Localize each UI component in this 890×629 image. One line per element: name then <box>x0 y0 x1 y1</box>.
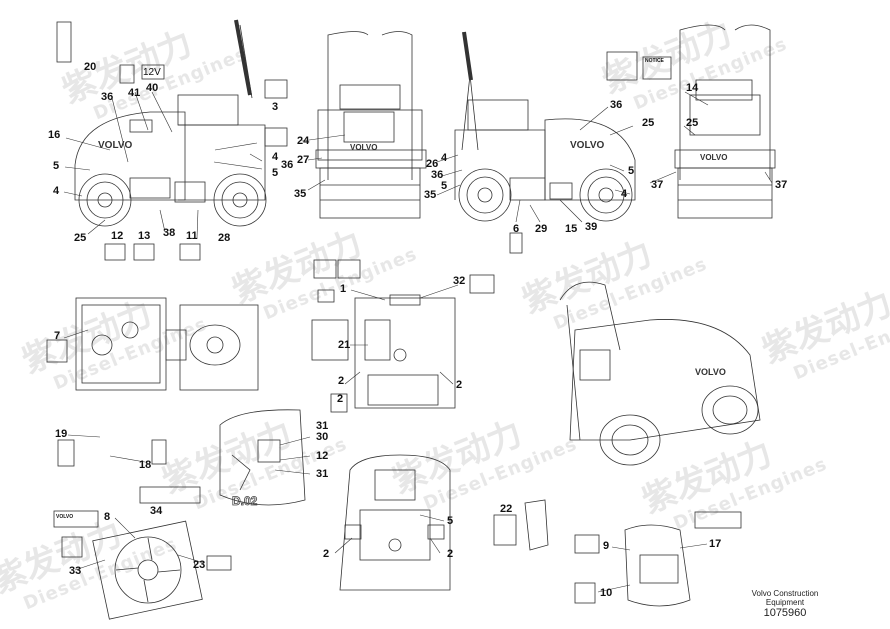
callout-number: 35 <box>424 189 437 201</box>
callout-number: 24 <box>297 135 310 147</box>
svg-text:VOLVO: VOLVO <box>695 367 726 377</box>
decal-boxes <box>46 21 742 604</box>
callout-number: 13 <box>138 230 151 242</box>
callout-number: 31 <box>316 468 329 480</box>
callout-number: 22 <box>500 503 513 515</box>
operator-platform-view <box>311 274 495 409</box>
callout-number: 5 <box>447 515 454 527</box>
callout-number: 5 <box>272 167 279 179</box>
callout-number: 4 <box>53 185 60 197</box>
callout-number: 15 <box>565 223 578 235</box>
machine-model-label: D.02 <box>232 494 258 508</box>
callout-number: 36 <box>610 99 623 111</box>
callout-number: 5 <box>53 160 60 172</box>
callout-number: 3 <box>272 101 279 113</box>
callout-number: 35 <box>294 188 307 200</box>
callout-number: 5 <box>628 165 635 177</box>
callout-number: 11 <box>186 230 198 242</box>
callout-number: 34 <box>150 505 163 517</box>
callout-number: 25 <box>686 117 699 129</box>
callout-number: 2 <box>338 375 345 387</box>
callout-number: 40 <box>146 82 159 94</box>
svg-text:VOLVO: VOLVO <box>570 140 604 151</box>
radiator-fan-view <box>92 520 203 620</box>
roller-isometric-view: VOLVO <box>559 281 761 466</box>
callout-number: 27 <box>297 154 310 166</box>
callout-number: 25 <box>642 117 655 129</box>
svg-text:VOLVO: VOLVO <box>700 153 727 162</box>
filter-detail-view <box>624 524 691 607</box>
callout-number: 21 <box>338 339 351 351</box>
callout-number: 12 <box>316 450 329 462</box>
callout-number: 2 <box>337 393 344 405</box>
callout-number: 30 <box>316 431 329 443</box>
callout-number: 10 <box>600 587 613 599</box>
callout-number: 36 <box>101 91 114 103</box>
callout-number: 9 <box>603 540 610 552</box>
callout-number: 32 <box>453 275 466 287</box>
callout-number: 6 <box>513 223 520 235</box>
callout-number: 41 <box>128 87 141 99</box>
callout-number: 4 <box>621 188 628 200</box>
company-line-1: Volvo Construction <box>751 589 819 598</box>
company-name: Volvo Construction Equipment <box>740 589 830 607</box>
callout-number: 38 <box>163 227 176 239</box>
callout-number: 19 <box>55 428 68 440</box>
battery-voltage-label: 12V <box>143 67 161 78</box>
callout-number: 37 <box>651 179 664 191</box>
roller-front-view: VOLVO <box>315 31 427 219</box>
company-line-2: Equipment <box>765 598 805 607</box>
svg-text:VOLVO: VOLVO <box>350 143 377 152</box>
callout-number: 8 <box>104 511 111 523</box>
callout-number: 7 <box>54 330 61 342</box>
roller-side-view-left: VOLVO <box>74 19 267 227</box>
callout-number: 14 <box>686 82 699 94</box>
callout-number: 33 <box>69 565 82 577</box>
roller-rear-view: VOLVO <box>674 24 776 219</box>
callout-number: 25 <box>74 232 87 244</box>
operator-seat-view <box>339 454 451 591</box>
leader-lines <box>63 91 773 593</box>
document-number: 1075960 <box>763 607 807 619</box>
callout-number: 23 <box>193 559 206 571</box>
volvo-logo: VOLVO <box>98 140 132 151</box>
callout-number: 1 <box>340 283 347 295</box>
callout-number: 26 <box>426 158 439 170</box>
callout-number: 5 <box>441 180 448 192</box>
callout-number: 18 <box>139 459 152 471</box>
roller-side-view-right: VOLVO <box>454 31 636 222</box>
callout-number: 28 <box>218 232 231 244</box>
callout-number: 39 <box>585 221 598 233</box>
callout-number: 4 <box>441 152 448 164</box>
callout-number: 37 <box>775 179 788 191</box>
callout-number: 29 <box>535 223 548 235</box>
callout-number: 2 <box>447 548 454 560</box>
callout-number: 31 <box>316 420 329 432</box>
callout-number: 12 <box>111 230 124 242</box>
callout-number: 16 <box>48 129 61 141</box>
callout-number: 4 <box>272 151 279 163</box>
roller-top-view <box>75 297 259 391</box>
callout-number: 36 <box>431 169 444 181</box>
dashboard-detail-view: D.02 <box>219 409 306 508</box>
decal-sticker-22 <box>493 499 549 551</box>
callout-number: 2 <box>456 379 463 391</box>
notice-decal-title: NOTICE <box>645 58 664 64</box>
warning-decal-label: VOLVO <box>56 514 74 520</box>
callout-number: 17 <box>709 538 722 550</box>
callout-number: 2 <box>323 548 330 560</box>
callout-number: 20 <box>84 61 97 73</box>
callout-number: 36 <box>281 159 294 171</box>
